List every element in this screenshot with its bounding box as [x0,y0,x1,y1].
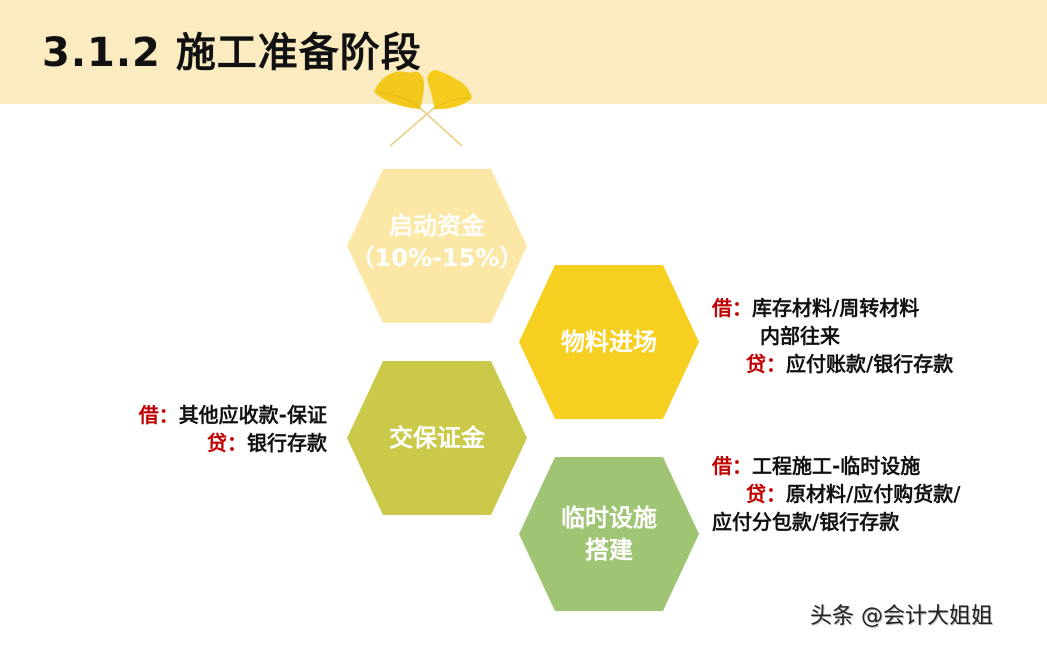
header-band [0,0,1047,104]
debit-line: 借：工程施工-临时设施 [712,452,961,480]
page-title: 3.1.2 施工准备阶段 [42,30,422,76]
debit-accounts: 工程施工-临时设施 [752,454,921,478]
debit-line: 借：库存材料/周转材料 [712,294,953,322]
credit-label: 贷： [207,431,247,455]
hex-materials-entry-label: 物料进场 [561,328,657,356]
journal-entry-materials: 借：库存材料/周转材料 内部往来 贷：应付账款/银行存款 [712,294,953,378]
credit-label: 贷： [746,482,786,506]
credit-accounts: 原材料/应付购货款/ [786,482,961,506]
debit-label: 借： [138,403,179,427]
hex-deposit: 交保证金 [347,361,527,515]
journal-entry-temp-facilities: 借：工程施工-临时设施 贷：原材料/应付购货款/ 应付分包款/银行存款 [712,452,961,536]
debit-line: 借：其他应收款-保证 [139,401,327,429]
hex-startup-funds-line2: （10%-15%） [350,244,524,272]
debit-label: 借： [712,454,752,478]
hex-temp-facilities-line2: 搭建 [585,536,633,564]
debit-accounts-cont: 内部往来 [760,324,840,348]
hex-startup-funds: 启动资金 （10%-15%） [347,169,527,323]
watermark: 头条 @会计大姐姐 [810,604,993,629]
credit-line: 贷：应付账款/银行存款 [712,350,953,378]
hex-temp-facilities: 临时设施 搭建 [519,457,699,611]
credit-label: 贷： [746,352,786,376]
credit-accounts-cont: 应付分包款/银行存款 [712,510,900,534]
debit-accounts: 其他应收款-保证 [178,403,327,427]
hex-temp-facilities-line1: 临时设施 [561,504,657,532]
credit-accounts: 应付账款/银行存款 [786,352,954,376]
hex-materials-entry: 物料进场 [519,265,699,419]
credit-line: 贷：银行存款 [139,429,327,457]
hex-deposit-label: 交保证金 [389,424,485,452]
ginkgo-leaves-icon [374,70,472,147]
journal-entry-deposit: 借：其他应收款-保证 贷：银行存款 [139,401,327,457]
hex-startup-funds-line1: 启动资金 [388,212,485,240]
credit-accounts: 银行存款 [247,431,327,455]
debit-label: 借： [712,296,752,320]
debit-accounts: 库存材料/周转材料 [752,296,920,320]
credit-line: 贷：原材料/应付购货款/ [712,480,961,508]
